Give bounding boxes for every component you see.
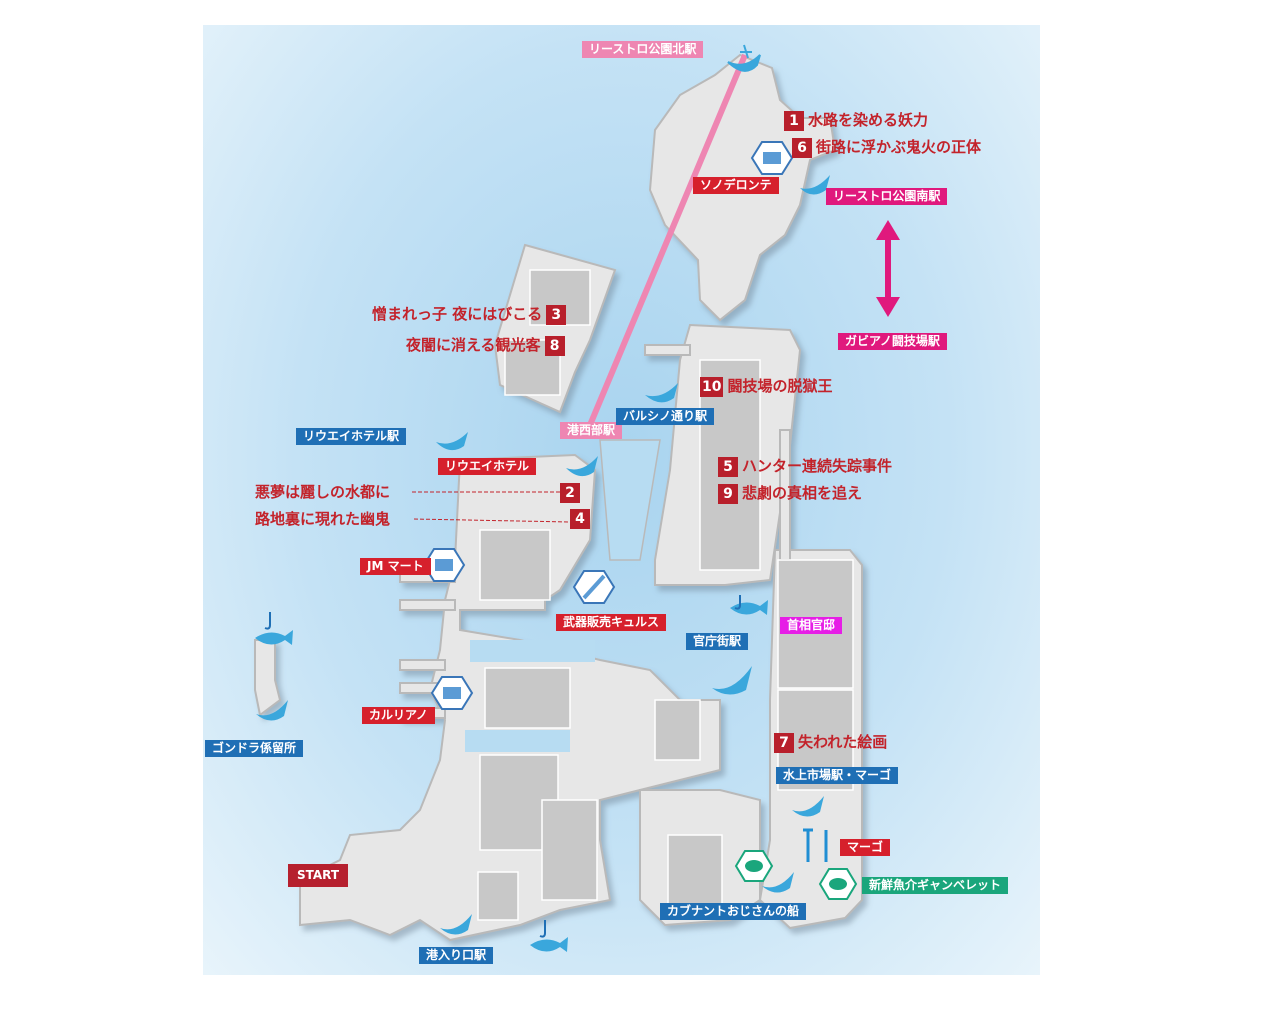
quest-title: 悲劇の真相を追え xyxy=(742,484,863,502)
leader-line-4 xyxy=(413,518,571,523)
shop-jm-mart[interactable]: JM マート xyxy=(360,558,431,575)
pier-3 xyxy=(399,659,446,671)
quest-title: 水路を染める妖力 xyxy=(808,111,929,129)
quest-title: 憎まれっ子 夜にはびこる xyxy=(372,305,543,323)
gondola-icon xyxy=(712,666,752,695)
shop-karuriano[interactable]: カルリアノ xyxy=(362,707,435,724)
building-d xyxy=(477,871,519,921)
place-fish-shop[interactable]: 新鮮魚介ギャンベレット xyxy=(862,877,1009,894)
fishing-hook-icon xyxy=(264,612,271,630)
quest-number: 7 xyxy=(774,733,794,753)
gondola-icon xyxy=(645,383,678,403)
quest-title: 失われた絵画 xyxy=(798,733,888,751)
building-e xyxy=(667,834,723,906)
fishing-icon xyxy=(255,630,293,645)
building-a xyxy=(484,667,571,729)
quest-number: 10 xyxy=(700,377,724,397)
quest-number: 1 xyxy=(784,111,804,131)
shop-sonoderonte[interactable]: ソノデロンテ xyxy=(693,177,779,194)
inner-canal xyxy=(599,439,661,561)
quest-number: 8 xyxy=(544,336,565,356)
quest-number: 6 xyxy=(792,138,812,158)
station-kouseibu[interactable]: 港西部駅 xyxy=(560,422,623,439)
building-f xyxy=(654,699,701,761)
fishing-hook-icon xyxy=(734,595,741,610)
gondola-icon xyxy=(762,872,794,893)
hotel-building xyxy=(479,529,551,601)
fishing-icon xyxy=(530,937,568,952)
station-kanchogai[interactable]: 官庁街駅 xyxy=(686,633,749,650)
station-minato-iriguchi[interactable]: 港入り口駅 xyxy=(419,947,494,964)
station-kabunanto[interactable]: カブナントおじさんの船 xyxy=(660,903,807,920)
gondola-icon xyxy=(792,796,824,817)
shop-ryuei-hotel[interactable]: リウエイホテル xyxy=(438,458,537,475)
station-ryuei-hotel[interactable]: リウエイホテル駅 xyxy=(296,428,407,445)
quest-number: 2 xyxy=(560,483,580,503)
bridge-1 xyxy=(644,344,691,356)
station-ristro-north[interactable]: リーストロ公園北駅 xyxy=(582,41,704,58)
restaurant-icon xyxy=(803,828,828,862)
gondola-icon xyxy=(256,700,288,721)
station-balsino[interactable]: バルシノ通り駅 xyxy=(616,408,715,425)
canal-horizontal xyxy=(470,640,595,662)
rail-line xyxy=(587,53,748,427)
place-prime-minister[interactable]: 首相官邸 xyxy=(780,617,843,634)
start-marker[interactable]: START xyxy=(288,864,349,887)
quest-4-title[interactable]: 路地裏に現れた幽鬼 xyxy=(255,510,391,528)
gondola-icons xyxy=(256,44,830,935)
pier-2 xyxy=(399,599,456,611)
gondola-icon xyxy=(440,914,472,935)
quest-4-number[interactable]: 4 xyxy=(566,508,594,529)
gondola-icon xyxy=(566,456,598,477)
arrow-double-icon xyxy=(876,220,900,317)
quest-title: 街路に浮かぶ鬼火の正体 xyxy=(816,138,982,156)
shop-mago[interactable]: マーゴ xyxy=(840,839,891,856)
quest-title: ハンター連続失踪事件 xyxy=(742,457,893,475)
quest-number: 4 xyxy=(570,509,590,529)
station-gabiano[interactable]: ガビアノ闘技場駅 xyxy=(838,333,947,350)
quest-number: 9 xyxy=(718,484,738,504)
quest-title: 闘技場の脱獄王 xyxy=(727,377,833,395)
gondola-icon xyxy=(800,175,830,195)
fishing-hook-icon xyxy=(539,920,546,938)
shop-weapon[interactable]: 武器販売キュルス xyxy=(556,614,667,631)
gondola-pier xyxy=(254,639,282,717)
station-ristro-south[interactable]: リーストロ公園南駅 xyxy=(826,188,948,205)
gondola-icon xyxy=(436,432,468,451)
quest-title: 夜闇に消える観光客 xyxy=(406,336,541,354)
building-c xyxy=(541,799,598,901)
quest-number: 5 xyxy=(718,457,738,477)
quest-2-title[interactable]: 悪夢は麗しの水都に xyxy=(255,483,391,501)
quest-2-number[interactable]: 2 xyxy=(556,482,584,503)
gondola-icon xyxy=(727,44,761,72)
station-gondola[interactable]: ゴンドラ係留所 xyxy=(205,740,304,757)
canal-south xyxy=(465,730,570,752)
station-suijo-ichiba[interactable]: 水上市場駅・マーゴ xyxy=(776,767,899,784)
quest-number: 3 xyxy=(546,305,567,325)
